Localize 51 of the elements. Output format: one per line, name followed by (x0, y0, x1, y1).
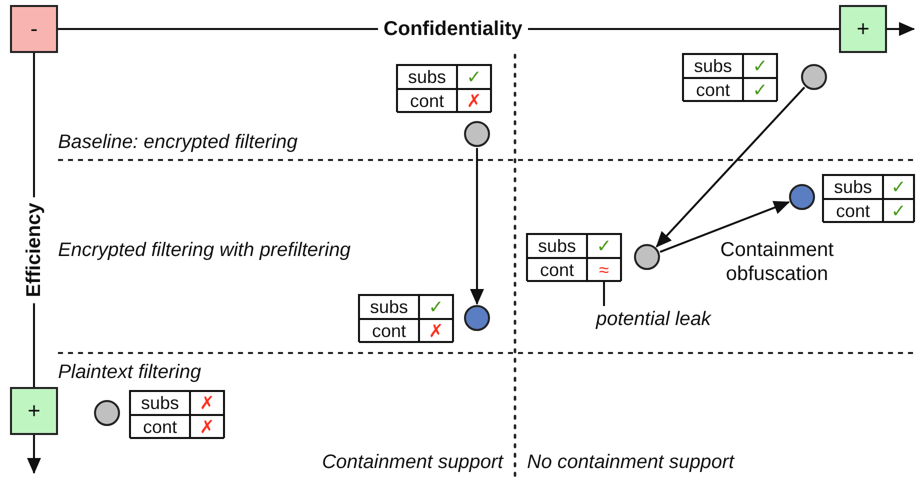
table-cell: ✓ (419, 295, 453, 319)
scale-end-box: + (839, 5, 887, 53)
table-cell: ✓ (883, 175, 914, 199)
state-circle (464, 305, 490, 331)
table-cell: subs (683, 54, 743, 78)
leader-line (603, 281, 605, 306)
scale-end-box: + (10, 387, 58, 435)
status-table (682, 53, 778, 101)
region-label: Plaintext filtering (58, 360, 202, 384)
region-label: Containment support (322, 450, 503, 474)
table-cell: ✗ (190, 391, 224, 415)
region-label: Encrypted filtering with prefiltering (58, 238, 351, 262)
state-circle (464, 121, 490, 147)
table-cell: ✓ (587, 234, 621, 258)
table-cell: cont (397, 89, 457, 113)
status-table (358, 294, 454, 342)
table-cell: ✓ (743, 78, 777, 102)
state-circle (789, 184, 815, 210)
table-cell: cont (130, 415, 190, 439)
table-cell: subs (823, 175, 883, 199)
table-cell: ✗ (419, 319, 453, 343)
arrow (656, 86, 806, 248)
table-cell: cont (527, 258, 587, 282)
table-cell: cont (823, 199, 883, 223)
arrow (27, 435, 41, 474)
region-label: No containment support (527, 450, 734, 474)
table-cell: subs (397, 65, 457, 89)
table-cell: cont (359, 319, 419, 343)
scale-end-box: - (10, 5, 58, 53)
status-table (822, 174, 915, 222)
table-cell: ✓ (883, 199, 914, 223)
arrow (887, 22, 915, 36)
table-cell: subs (130, 391, 190, 415)
status-table (396, 64, 492, 112)
table-cell: ≈ (587, 258, 621, 282)
table-cell: cont (683, 78, 743, 102)
table-cell: ✓ (743, 54, 777, 78)
region-label: Baseline: encrypted filtering (58, 130, 298, 154)
table-cell: ✗ (457, 89, 491, 113)
table-cell: subs (359, 295, 419, 319)
annotation-text: potential leak (596, 306, 746, 332)
arrow (660, 200, 790, 253)
table-cell: ✗ (190, 415, 224, 439)
arrow (470, 148, 484, 305)
state-circle (634, 244, 660, 270)
status-table (129, 390, 225, 438)
status-table (526, 233, 622, 281)
state-circle (94, 400, 120, 426)
state-circle (801, 64, 827, 90)
table-cell: ✓ (457, 65, 491, 89)
table-cell: subs (527, 234, 587, 258)
